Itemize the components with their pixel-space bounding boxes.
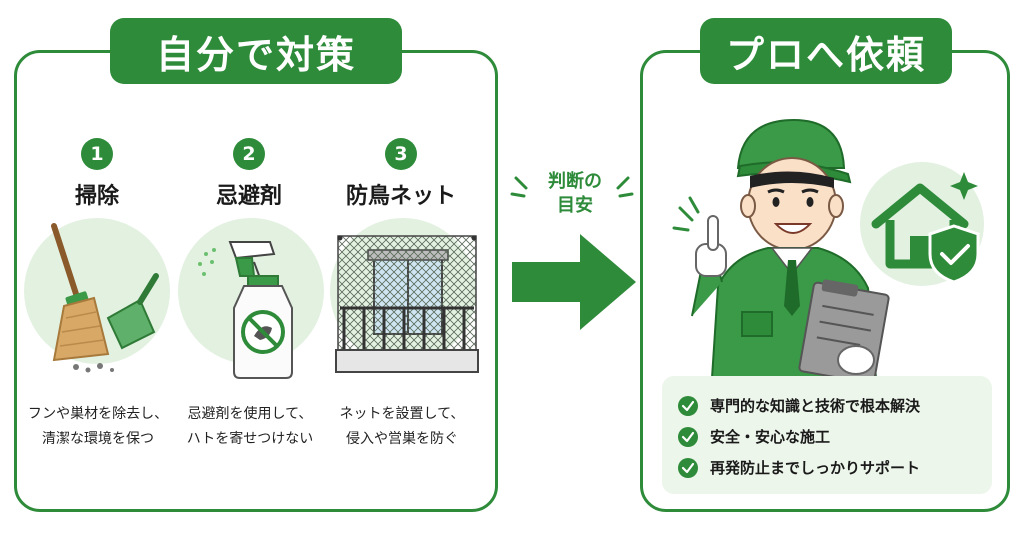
step-1-number: 1 <box>81 138 113 170</box>
step-3-label: 防鳥ネット <box>345 184 456 209</box>
judgment-guide-label: 判断の 目安 <box>548 171 602 216</box>
benefit-item: 安全・安心な施工 <box>678 421 992 452</box>
house-shield-icon <box>860 162 984 286</box>
worker-with-clipboard-icon <box>672 118 890 385</box>
benefit-text: 再発防止までしっかりサポート <box>710 459 921 477</box>
step-2: 2 忌避剤 <box>174 138 324 210</box>
benefit-text: 専門的な知識と技術で根本解決 <box>710 397 921 415</box>
emphasis-lines-icon <box>510 176 634 198</box>
check-circle-icon <box>678 395 698 416</box>
check-circle-icon <box>678 457 698 478</box>
self-measures-title: 自分で対策 <box>110 18 402 84</box>
step-3-number: 3 <box>385 138 417 170</box>
step-3-description: ネットを設置して、 侵入や営巣を防ぐ <box>339 406 465 447</box>
step-2-description: 忌避剤を使用して、 ハトを寄せつけない <box>186 406 314 447</box>
benefit-text: 安全・安心な施工 <box>710 428 831 446</box>
step-1-label: 掃除 <box>74 184 119 209</box>
step-1-description: フンや巣材を除去し、 清潔な環境を保つ <box>27 406 169 447</box>
check-circle-icon <box>678 426 698 447</box>
step-1: 1 掃除 <box>22 138 172 210</box>
step-3: 3 防鳥ネット <box>326 138 476 210</box>
step-2-number: 2 <box>233 138 265 170</box>
spray-bottle-icon <box>198 241 293 379</box>
benefit-item: 再発防止までしっかりサポート <box>678 452 992 483</box>
balcony-net-icon <box>335 235 479 373</box>
broom-dustpan-icon <box>51 223 159 373</box>
step-2-label: 忌避剤 <box>215 184 282 209</box>
professional-benefits-list: 専門的な知識と技術で根本解決 安全・安心な施工 再発防止までしっかりサポート <box>662 376 992 494</box>
right-arrow-icon <box>512 234 636 330</box>
benefit-item: 専門的な知識と技術で根本解決 <box>678 390 992 421</box>
professional-title: プロへ依頼 <box>700 18 952 84</box>
